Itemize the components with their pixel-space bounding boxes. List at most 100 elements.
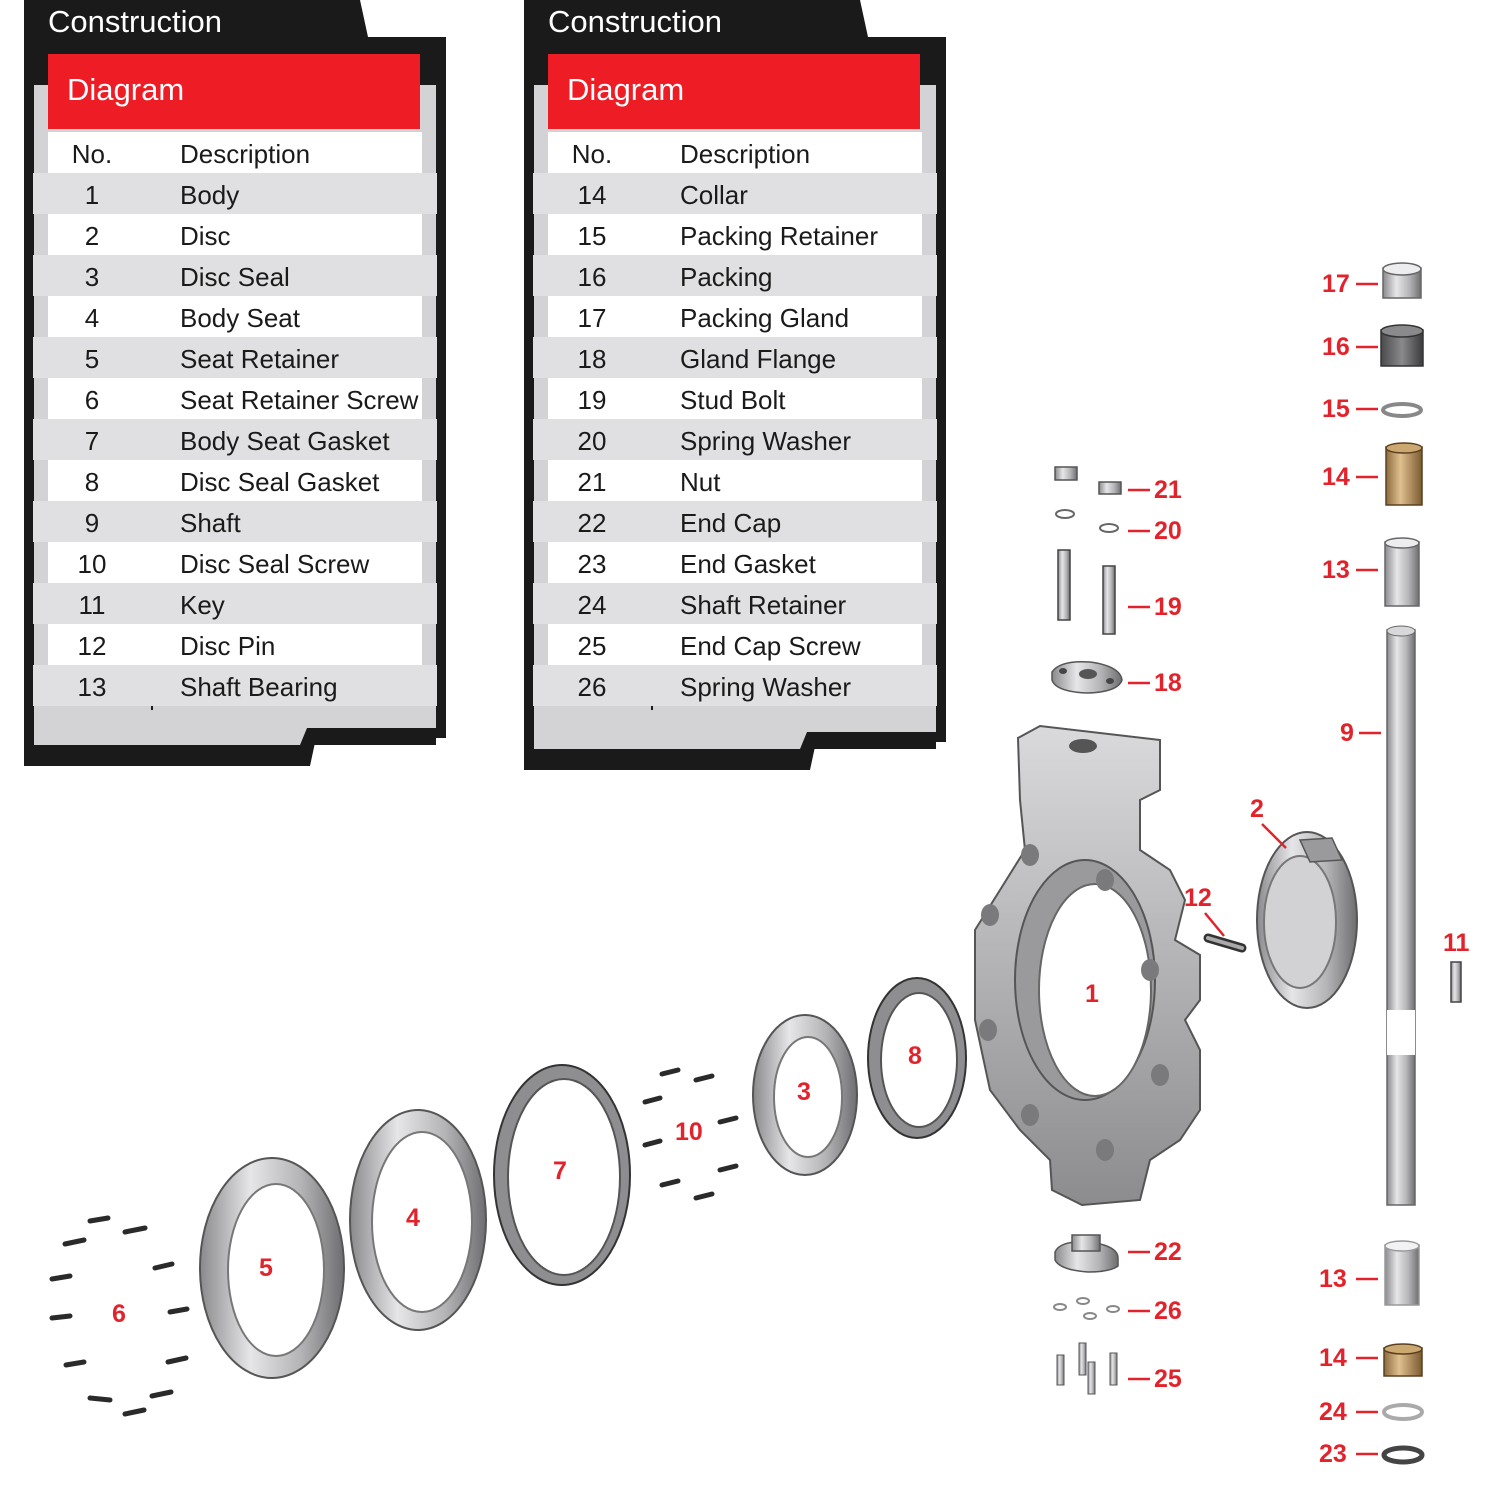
leader-lines [1128, 282, 1381, 1456]
callout-13-bottom: 13 [1319, 1265, 1347, 1293]
table-row: 16 Packing [533, 255, 937, 296]
row-no: 20 [577, 426, 607, 456]
header-no: No. [71, 139, 113, 169]
callout-6: 6 [112, 1300, 126, 1328]
callout-11: 11 [1443, 929, 1470, 957]
row-no: 1 [84, 180, 100, 210]
table-row: 11 Key [33, 583, 437, 624]
shaft-retainer [1382, 1403, 1424, 1421]
row-description: Key [180, 590, 225, 620]
row-description: Spring Washer [680, 426, 851, 456]
callout-16: 16 [1322, 333, 1350, 361]
row-no: 2 [84, 221, 100, 251]
table-row: 22 End Cap [533, 501, 937, 542]
callout-21: 21 [1154, 476, 1182, 504]
row-no: 14 [577, 180, 607, 210]
row-no: 6 [84, 385, 100, 415]
callout-12: 12 [1184, 884, 1212, 912]
panel-title: Construction [48, 4, 223, 39]
row-description: Body Seat Gasket [180, 426, 390, 456]
table-header-row: No. Description [533, 132, 937, 173]
row-no: 15 [577, 221, 607, 251]
callout-18: 18 [1154, 669, 1182, 697]
row-no: 7 [84, 426, 100, 456]
row-description: Body [180, 180, 240, 210]
spring-washers-top [1055, 509, 1119, 533]
callout-10: 10 [675, 1118, 703, 1146]
row-description: End Cap [680, 508, 782, 538]
callout-14-top: 14 [1322, 463, 1350, 491]
callout-26: 26 [1154, 1297, 1182, 1325]
row-description: Packing [680, 262, 773, 292]
table-row: 5 Seat Retainer [33, 337, 437, 378]
packing-retainer [1381, 402, 1423, 418]
row-description: Disc Seal Screw [180, 549, 370, 579]
row-no: 22 [577, 508, 607, 538]
nuts [1054, 466, 1122, 495]
row-no: 9 [84, 508, 100, 538]
table-row: 12 Disc Pin [33, 624, 437, 665]
packing-gland [1382, 262, 1422, 299]
row-no: 8 [84, 467, 100, 497]
callout-3: 3 [797, 1078, 811, 1106]
callout-9: 9 [1340, 719, 1354, 747]
row-description: Stud Bolt [680, 385, 786, 415]
callout-14-bottom: 14 [1319, 1344, 1347, 1372]
disc-seal-ring [752, 1014, 858, 1176]
callout-15: 15 [1322, 395, 1350, 423]
row-description: Disc Pin [180, 631, 276, 661]
table-row: 8 Disc Seal Gasket [33, 460, 437, 501]
body-seat-ring [349, 1109, 487, 1331]
row-no: 4 [84, 303, 100, 333]
callout-8: 8 [908, 1042, 922, 1070]
spring-washers-bottom [1053, 1297, 1120, 1320]
panel-title: Construction [548, 4, 723, 39]
stud-bolts [1057, 549, 1116, 635]
end-cap [1054, 1234, 1119, 1273]
row-no: 26 [577, 672, 607, 702]
body-seat-gasket [493, 1064, 631, 1286]
row-no: 11 [78, 590, 106, 620]
row-description: Spring Washer [680, 672, 851, 702]
gland-flange [1051, 660, 1123, 694]
row-description: Seat Retainer [180, 344, 339, 374]
row-no: 24 [577, 590, 607, 620]
row-description: Shaft Retainer [680, 590, 847, 620]
shaft-bearing-bottom [1384, 1240, 1420, 1306]
row-description: Body Seat [180, 303, 300, 333]
row-no: 19 [577, 385, 607, 415]
disc-seal-screws [642, 1067, 739, 1201]
seat-retainer-screws [49, 1215, 190, 1417]
valve-disc [1256, 831, 1358, 1009]
callout-22: 22 [1154, 1238, 1182, 1266]
row-no: 5 [84, 344, 100, 374]
end-gasket [1381, 1445, 1425, 1465]
callout-4: 4 [406, 1204, 420, 1232]
callout-25: 25 [1154, 1365, 1182, 1393]
row-description: End Cap Screw [680, 631, 861, 661]
diagram-header: Diagram [48, 54, 420, 129]
callout-20: 20 [1154, 517, 1182, 545]
row-description: Disc Seal Gasket [180, 467, 380, 497]
end-cap-screws [1056, 1342, 1118, 1395]
valve-shaft [1386, 625, 1416, 1206]
callout-1: 1 [1085, 980, 1099, 1008]
row-no: 12 [77, 631, 107, 661]
row-no: 16 [577, 262, 607, 292]
valve-body [974, 724, 1201, 1207]
disc-pin [1203, 933, 1247, 953]
row-no: 17 [577, 303, 607, 333]
diagram-header: Diagram [548, 54, 920, 129]
row-description: Shaft Bearing [180, 672, 338, 702]
table-row: 19 Stud Bolt [533, 378, 937, 419]
table-row: 20 Spring Washer [533, 419, 937, 460]
